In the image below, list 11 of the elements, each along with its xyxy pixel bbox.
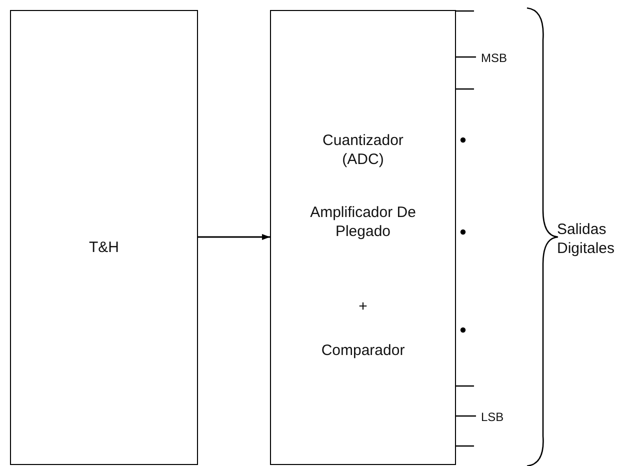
block-text: + (358, 297, 368, 316)
bit-label: MSB (481, 51, 508, 65)
bit-label: LSB (481, 410, 504, 424)
block-text: Comparador (320, 341, 406, 360)
block-text: T&H (88, 238, 120, 257)
block-box (270, 10, 456, 465)
block-text: Amplificador De Plegado (309, 203, 417, 241)
block-text: Cuantizador (ADC) (322, 131, 404, 169)
block-box (10, 10, 198, 465)
arrow (198, 234, 270, 240)
group-label: Salidas Digitales (557, 220, 616, 258)
